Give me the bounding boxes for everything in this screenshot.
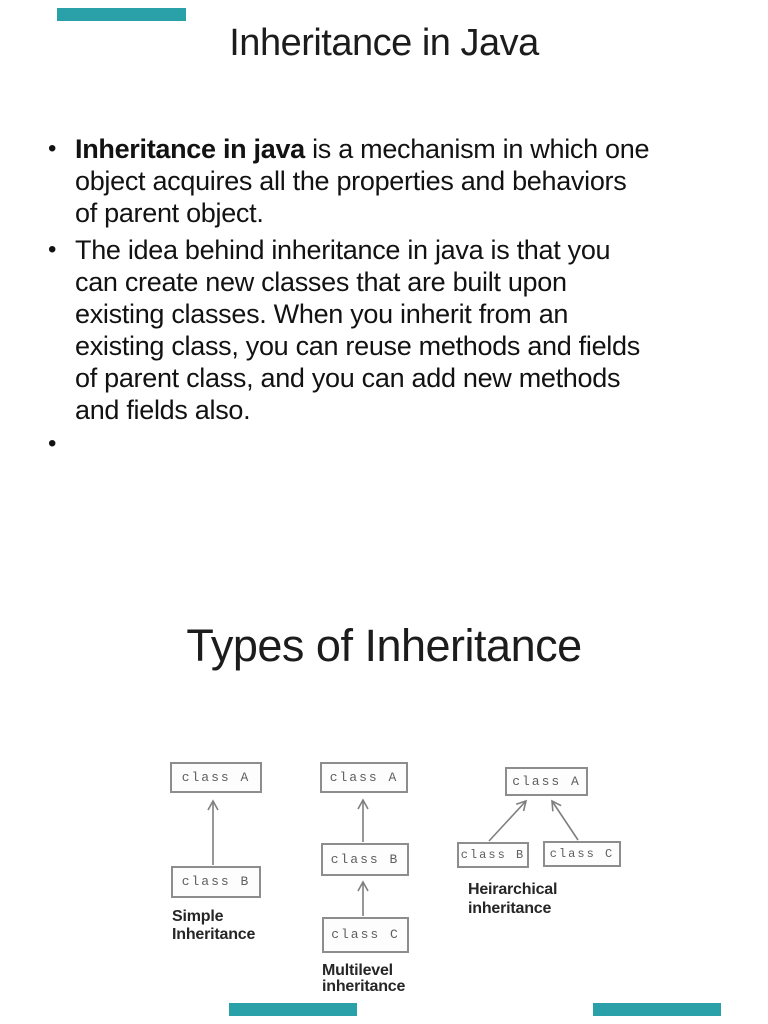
link-highlight-bar-bottom-left (229, 1003, 357, 1016)
hierarchical-class-a-box: class A (505, 767, 588, 796)
slide1-title: Inheritance in Java (229, 22, 539, 64)
bullet2-line4: existing class, you can reuse methods an… (75, 331, 640, 361)
hierarchical-class-c-box: class C (543, 841, 621, 867)
bullet-marker: • (48, 430, 57, 457)
bullet1-bold-lead: Inheritance in java (75, 134, 305, 164)
hierarchical-label-line2: inheritance (468, 900, 552, 917)
bullet-item-1: • Inheritance in java is a mechanism in … (48, 133, 649, 229)
hierarchical-inheritance-label: Heirarchical inheritance (468, 880, 557, 918)
simple-class-b-box: class B (171, 866, 261, 898)
multilevel-label-line1: Multilevel (322, 962, 393, 979)
bullet1-line1-rest: is a mechanism in which one (304, 134, 650, 164)
link-highlight-bar-bottom-right (593, 1003, 721, 1016)
bullet2-line1: The idea behind inheritance in java is t… (75, 235, 611, 265)
bullet2-line3: existing classes. When you inherit from … (75, 299, 569, 329)
bullet-marker: • (48, 135, 57, 162)
slide2-title: Types of Inheritance (186, 620, 582, 671)
bullet1-line2: object acquires all the properties and b… (75, 166, 627, 196)
multilevel-class-c-box: class C (322, 917, 409, 953)
bullet-marker: • (48, 236, 57, 263)
arrow-hierarchical-b-to-a (488, 799, 528, 842)
simple-class-a-box: class A (170, 762, 262, 793)
bullet2-line5: of parent class, and you can add new met… (75, 363, 621, 393)
multilevel-class-a-box: class A (320, 762, 408, 793)
bullet1-line1: Inheritance in java is a mechanism in wh… (75, 133, 649, 165)
bullet1-line3: of parent object. (75, 198, 264, 228)
simple-label-line2: Inheritance (172, 926, 256, 943)
arrow-hierarchical-c-to-a (551, 799, 579, 841)
multilevel-label-line2: inheritance (322, 978, 406, 995)
simple-label-line1: Simple (172, 908, 224, 925)
multilevel-inheritance-label: Multilevel inheritance (322, 963, 405, 995)
hierarchical-class-b-box: class B (457, 842, 529, 868)
hierarchical-label-line1: Heirarchical (468, 881, 558, 898)
multilevel-class-b-box: class B (321, 843, 409, 876)
bullet2-line6: and fields also. (75, 395, 251, 425)
bullet2-line2: can create new classes that are built up… (75, 267, 567, 297)
simple-inheritance-label: Simple Inheritance (172, 908, 255, 944)
link-highlight-bar-top (57, 8, 186, 21)
bullet-item-2: • The idea behind inheritance in java is… (48, 234, 640, 426)
